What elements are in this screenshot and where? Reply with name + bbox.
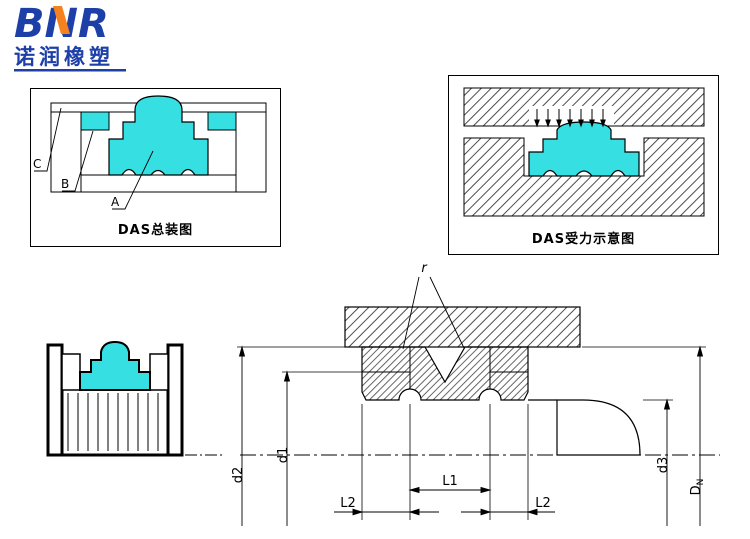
l1-dimension xyxy=(408,486,492,494)
dim-label-l2-left: L2 xyxy=(340,496,356,511)
assembly-diagram-box: C B A DAS总装图 xyxy=(30,88,281,247)
force-caption: DAS受力示意图 xyxy=(531,232,636,247)
dim-label-l1: L1 xyxy=(442,474,458,489)
seal-element-divisions xyxy=(362,347,528,389)
ring-wall-right xyxy=(166,343,184,457)
spacer-ring-left xyxy=(80,111,110,131)
logo-graphic: BNR 诺润橡塑 xyxy=(14,2,126,72)
dim-label-l2-right: L2 xyxy=(535,496,551,511)
piston-wall-left xyxy=(50,111,82,193)
seal-side-view-drawing xyxy=(46,340,223,457)
label-c: C xyxy=(33,157,41,171)
logo: BNR 诺润橡塑 xyxy=(12,2,162,76)
seal-crown-loaded xyxy=(528,121,640,177)
l2-right-dimension xyxy=(461,508,555,516)
spacer-ring-right xyxy=(207,111,237,131)
brand-accent-slash xyxy=(53,6,70,34)
rod-end xyxy=(556,399,641,456)
dimension-drawing: r d2 d1 d3 DN L1 xyxy=(231,261,720,526)
housing-section xyxy=(344,306,581,348)
leader-a xyxy=(112,150,154,210)
logo-underline xyxy=(14,69,126,72)
seal-section xyxy=(361,346,529,401)
force-drawing xyxy=(463,87,705,217)
force-diagram-box: DAS受力示意图 xyxy=(448,75,719,255)
dim-label-r: r xyxy=(421,261,428,276)
ring-wall-left xyxy=(46,343,64,457)
company-name: 诺润橡塑 xyxy=(14,45,114,69)
dim-label-dn-main: D xyxy=(689,485,704,495)
seal-side-view xyxy=(35,330,235,470)
label-a: A xyxy=(111,195,120,209)
r-leader-left xyxy=(402,276,420,350)
r-leader-right xyxy=(429,276,465,349)
cylinder-surface-lines xyxy=(67,393,159,451)
piston-block xyxy=(463,137,705,217)
shoulder-right xyxy=(149,353,169,391)
assembly-caption: DAS总装图 xyxy=(117,223,194,238)
piston-wall-right xyxy=(235,111,267,193)
leader-b xyxy=(62,130,94,192)
label-b: B xyxy=(61,177,69,191)
groove-floor xyxy=(80,174,237,193)
extension-lines xyxy=(237,346,706,520)
leader-c xyxy=(34,107,62,172)
force-arrows xyxy=(534,109,606,128)
shoulder-left xyxy=(61,353,81,391)
l2-left-dimension xyxy=(334,508,439,516)
dim-label-d3: d3 xyxy=(656,457,671,474)
assembly-drawing: C B A xyxy=(33,95,267,210)
dim-label-dn-sub: N xyxy=(696,479,706,486)
seal-crown xyxy=(108,95,209,176)
seal-crown-profile xyxy=(79,340,151,391)
dim-label-dn: DN xyxy=(689,479,706,496)
main-dimension-drawing: r d2 d1 d3 DN L1 xyxy=(225,258,747,538)
dim-label-d2: d2 xyxy=(231,467,246,484)
vertical-dimensions xyxy=(238,345,704,526)
dim-label-d1: d1 xyxy=(276,447,291,464)
